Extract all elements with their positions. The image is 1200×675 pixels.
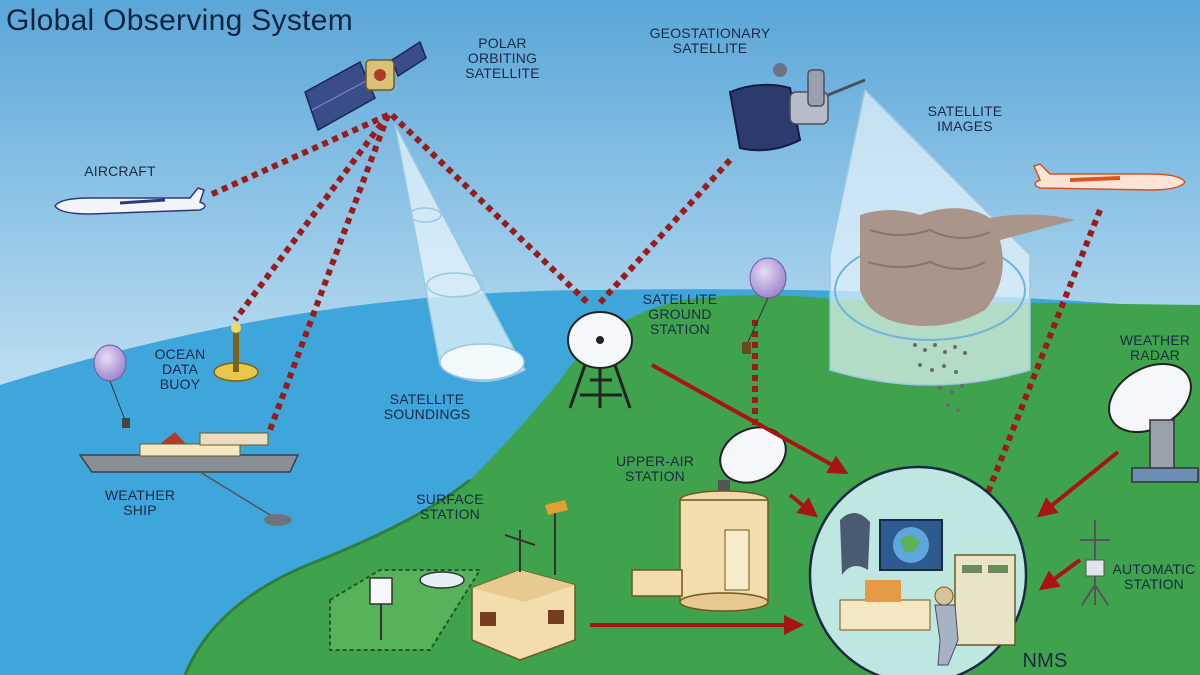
- satellite-ground-station-label: SATELLITE GROUND STATION: [642, 291, 718, 337]
- weather-station-icon: [1080, 520, 1110, 606]
- surface-station-label: SURFACE STATION: [416, 491, 484, 522]
- nms-label: NMS: [1022, 650, 1068, 672]
- automatic-station-label: AUTOMATIC STATION: [1112, 561, 1196, 592]
- sounding-cone: [394, 124, 527, 382]
- radar-icon: [1108, 362, 1199, 483]
- balloon-icon-2: [742, 257, 787, 354]
- polar-satellite-icon: [304, 40, 427, 132]
- nms-operator-icon: [808, 465, 1028, 675]
- weather-radar-label: WEATHER RADAR: [1119, 332, 1191, 363]
- aircraft-icon-2: [1032, 163, 1186, 191]
- polar-satellite-label: POLAR ORBITING SATELLITE: [465, 35, 540, 81]
- balloon-icon: [93, 344, 130, 428]
- page-title: Global Observing System: [6, 4, 354, 37]
- buoy-icon: [213, 323, 259, 382]
- surface-station: [329, 500, 576, 661]
- data-flow-arrows: [590, 363, 1120, 635]
- aircraft-label: AIRCRAFT: [84, 163, 156, 179]
- dish-antenna-icon: [567, 311, 633, 409]
- satellite-soundings-label: SATELLITE SOUNDINGS: [383, 391, 471, 422]
- aircraft-icon: [54, 187, 206, 215]
- ship-icon: [78, 432, 300, 526]
- weather-ship-label: WEATHER SHIP: [104, 487, 176, 518]
- satellite-images-label: SATELLITE IMAGES: [927, 103, 1003, 134]
- satellite-images-beam: [829, 88, 1075, 412]
- geostationary-satellite-icon: [728, 63, 866, 152]
- geostationary-satellite-label: GEOSTATIONARY SATELLITE: [649, 25, 771, 56]
- upper-air-station-label: UPPER-AIR STATION: [615, 453, 695, 484]
- upper-air-station: [631, 426, 787, 612]
- ocean-data-buoy-label: OCEAN DATA BUOY: [154, 346, 206, 392]
- land-shadow: [183, 478, 471, 675]
